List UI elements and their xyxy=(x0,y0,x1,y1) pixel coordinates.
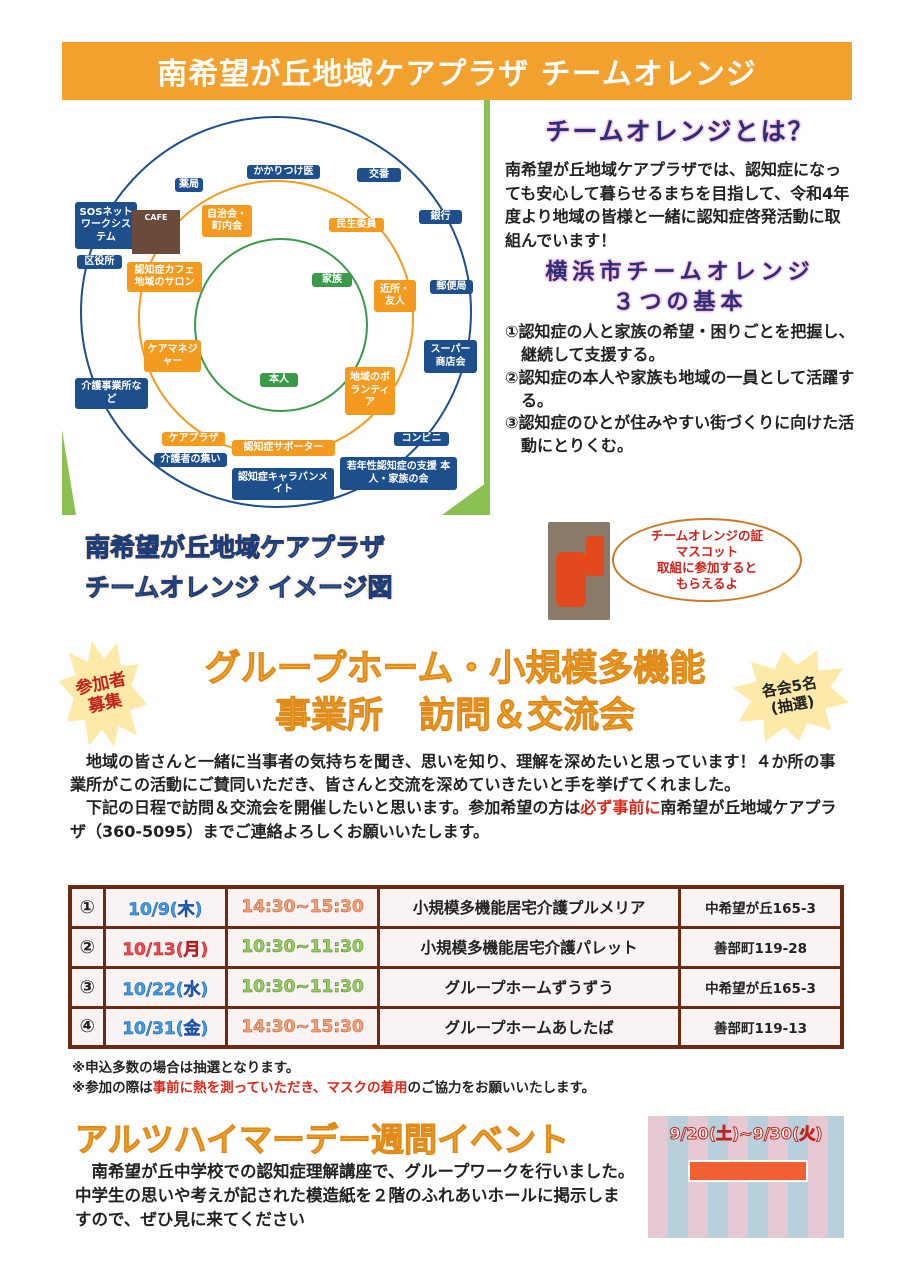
basics-heading-line2: ３つの基本 xyxy=(612,289,748,315)
basics-item: ①認知症の人と家族の希望・困りごとを把握し、継続して支援する。 xyxy=(505,322,855,365)
row-venue: 小規模多機能居宅介護パレット xyxy=(377,925,682,969)
bubble-line: チームオレンジの証 xyxy=(650,527,764,543)
diagram-label-blue: 若年性認知症の支援 本人・家族の会 xyxy=(340,457,457,490)
basics-item: ③認知症のひとが住みやすい街づくりに向けた活動にとりくむ。 xyxy=(505,413,855,456)
diagram-label-blue: 薬局 xyxy=(175,178,203,192)
mascot-speech-bubble: チームオレンジの証 マスコット 取組に参加すると もらえるよ xyxy=(612,518,802,602)
row-venue: グループホームあしたば xyxy=(377,1005,682,1049)
about-text: 南希望が丘地域ケアプラザでは、認知症になっても安心して暮らせるまちを目指して、令… xyxy=(505,160,850,250)
diagram-label-blue: かかりつけ医 xyxy=(247,165,320,179)
basics-heading: 横浜市チームオレンジ ３つの基本 xyxy=(505,258,855,317)
row-address: 中希望が丘165-3 xyxy=(678,965,844,1009)
diagram-label-blue: スーパー商店会 xyxy=(424,340,477,373)
banner-graphic xyxy=(688,1160,808,1182)
event-para2: 下記の日程で訪問＆交流会を開催したいと思います。参加希望の方は必ず事前に南希望が… xyxy=(70,796,850,842)
diagram-label-green: 家族 xyxy=(312,273,352,287)
event-heading-line2: 事業所 訪問＆交流会 xyxy=(274,694,635,736)
diagram-caption: 南希望が丘地域ケアプラザ チームオレンジ イメージ図 xyxy=(85,528,465,608)
diagram-label-green: 本人 xyxy=(260,373,298,387)
event-heading: グループホーム・小規模多機能 事業所 訪問＆交流会 xyxy=(175,646,735,740)
diagram-label-orange: ケアプラザ xyxy=(162,432,225,446)
row-date: 10/31(金) xyxy=(102,1005,228,1049)
event-heading-line1: グループホーム・小規模多機能 xyxy=(204,648,706,690)
para2-text: 南希望が丘地域ケアプラザ（360-5095）までご連絡よろしくお願いいたします。 xyxy=(70,798,837,841)
exhibition-photo: 9/20(土)~9/30(火) xyxy=(648,1116,844,1238)
note-text: ※参加の際は xyxy=(72,1080,153,1097)
row-number: ④ xyxy=(68,1005,106,1049)
row-address: 善部町119-28 xyxy=(678,925,844,969)
basics-list: ①認知症の人と家族の希望・困りごとを把握し、継続して支援する。 ②認知症の本人や… xyxy=(505,321,855,457)
diagram-label-blue: 介護事業所など xyxy=(75,378,148,409)
cafe-icon: CAFE xyxy=(132,210,180,254)
event-para1: 地域の皆さんと一緒に当事者の気持ちを聞き、思いを知り、理解を深めたいと思っていま… xyxy=(70,752,836,795)
alzheimer-event-text: 南希望が丘中学校での認知症理解講座で、グループワークを行いました。中学生の思いや… xyxy=(75,1162,635,1229)
note-emphasis: 事前に熱を測っていただき、マスクの着用 xyxy=(152,1080,408,1097)
diagram-label-blue: 介護者の集い xyxy=(154,453,227,467)
caption-line2: チームオレンジ イメージ図 xyxy=(85,573,393,603)
row-address: 中希望が丘165-3 xyxy=(678,885,844,929)
diagram-label-blue: 銀行 xyxy=(419,210,462,224)
para2-emphasis: 必ず事前に xyxy=(580,798,661,818)
note-text: のご協力をお願いいたします。 xyxy=(407,1080,596,1097)
row-number: ① xyxy=(68,885,106,929)
row-time: 10:30~11:30 xyxy=(224,965,381,1009)
caption-line1: 南希望が丘地域ケアプラザ xyxy=(85,533,386,563)
diagram-label-blue: 認知症キャラバンメイト xyxy=(232,468,334,500)
bubble-line: 取組に参加すると xyxy=(656,560,757,575)
about-section: チームオレンジとは？ 南希望が丘地域ケアプラザでは、認知症になっても安心して暮ら… xyxy=(505,112,855,458)
row-date: 10/13(月) xyxy=(102,925,228,969)
capacity-badge: 各会5名 (抽選) xyxy=(728,641,854,751)
basics-item: ②認知症の本人や家族も地域の一員として活躍する。 xyxy=(505,367,855,410)
note-1: ※申込多数の場合は抽選となります。 xyxy=(72,1060,300,1076)
team-orange-diagram: かかりつけ医 交番薬局 SOSネットワークシステム区役所 銀行郵便局スーパー商店会介護… xyxy=(62,100,490,515)
diagram-label-orange: 民生委員 xyxy=(329,218,384,232)
row-date: 10/9(木) xyxy=(102,885,228,929)
para2-text: 下記の日程で訪問＆交流会を開催したいと思います。参加希望の方は xyxy=(86,798,581,818)
diagram-label-orange: 自治会・町内会 xyxy=(202,205,252,237)
row-date: 10/22(水) xyxy=(102,965,228,1009)
diagram-label-blue: 区役所 xyxy=(77,255,122,269)
row-time: 14:30~15:30 xyxy=(224,885,381,929)
row-venue: グループホームずうずう xyxy=(377,965,682,1009)
diagram-label-blue: 交番 xyxy=(357,168,401,182)
row-venue: 小規模多機能居宅介護プルメリア xyxy=(377,885,682,929)
bubble-line: マスコット xyxy=(675,543,739,559)
mascot-photo xyxy=(548,522,610,620)
row-number: ② xyxy=(68,925,106,969)
note-2: ※参加の際は事前に熱を測っていただき、マスクの着用のご協力をお願いいたします。 xyxy=(72,1078,595,1098)
bubble-line: もらえるよ xyxy=(675,576,739,592)
row-number: ③ xyxy=(68,965,106,1009)
notes: ※申込多数の場合は抽選となります。 ※参加の際は事前に熱を測っていただき、マスク… xyxy=(72,1058,595,1099)
page-title: 南希望が丘地域ケアプラザ チームオレンジ xyxy=(62,42,852,100)
diagram-label-orange: 近所・友人 xyxy=(374,280,416,312)
diagram-label-orange: 地域のボランティア xyxy=(345,367,395,415)
diagram-label-orange: 認知症サポーター xyxy=(232,440,335,456)
diagram-label-orange: 認知症カフェ 地域のサロン xyxy=(127,262,202,292)
about-heading: チームオレンジとは？ xyxy=(545,117,815,146)
exhibition-date-range: 9/20(土)~9/30(火) xyxy=(669,1124,823,1144)
event-description: 地域の皆さんと一緒に当事者の気持ちを聞き、思いを知り、理解を深めたいと思っていま… xyxy=(70,750,850,843)
diagram-label-blue: コンビニ xyxy=(394,432,449,446)
diagram-label-blue: SOSネットワークシステム xyxy=(75,202,137,249)
diagram-label-blue: 郵便局 xyxy=(430,280,473,294)
alzheimer-event-heading: アルツハイマーデー週間イベント xyxy=(74,1120,570,1160)
row-address: 善部町119-13 xyxy=(678,1005,844,1049)
row-time: 10:30~11:30 xyxy=(224,925,381,969)
recruit-badge: 参加者 募集 xyxy=(52,633,155,756)
basics-heading-line1: 横浜市チームオレンジ xyxy=(545,260,815,286)
row-time: 14:30~15:30 xyxy=(224,1005,381,1049)
diagram-label-orange: ケアマネジャー xyxy=(144,340,201,372)
